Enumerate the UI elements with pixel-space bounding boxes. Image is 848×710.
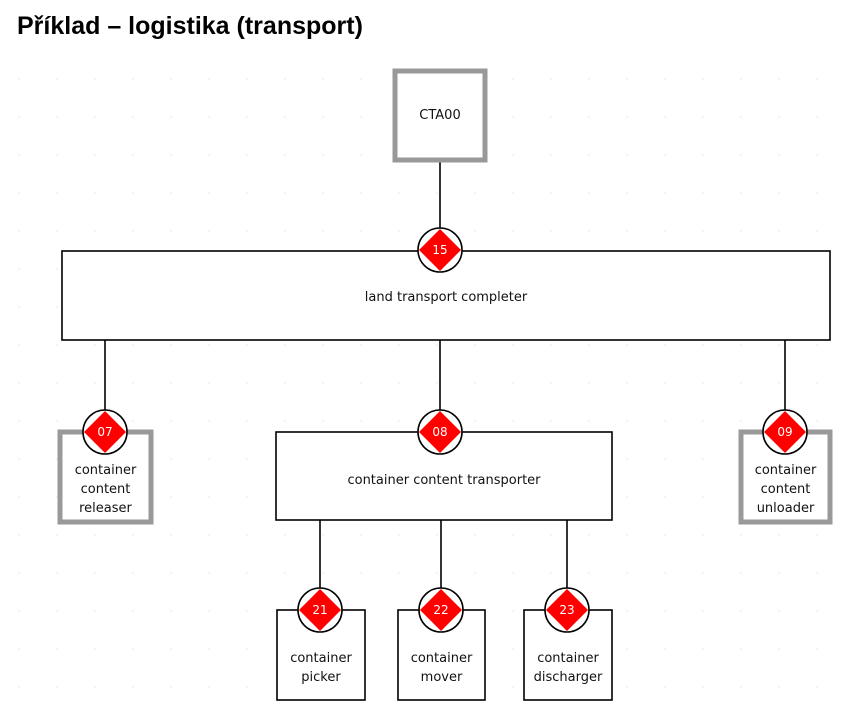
badge-icon-23 — [544, 587, 590, 633]
badge-number-08: 08 — [432, 425, 448, 439]
badge-icon-07 — [82, 409, 128, 455]
badge-icon-21 — [297, 587, 343, 633]
node-box-cta00[interactable] — [392, 68, 488, 163]
connectors — [104, 160, 786, 610]
node-box-container-picker[interactable] — [276, 609, 366, 701]
badge-number-21: 21 — [312, 603, 328, 617]
badge-number-15: 15 — [432, 243, 448, 257]
badge-icon-09 — [762, 409, 808, 455]
badge-number-09: 09 — [777, 425, 793, 439]
badge-number-22: 22 — [433, 603, 449, 617]
badge-icon-08 — [417, 409, 463, 455]
badge-number-23: 23 — [559, 603, 575, 617]
badge-icon-15 — [417, 227, 463, 273]
page-title: Příklad – logistika (transport) — [17, 12, 363, 40]
badge-icon-22 — [418, 587, 464, 633]
badge-number-07: 07 — [97, 425, 113, 439]
